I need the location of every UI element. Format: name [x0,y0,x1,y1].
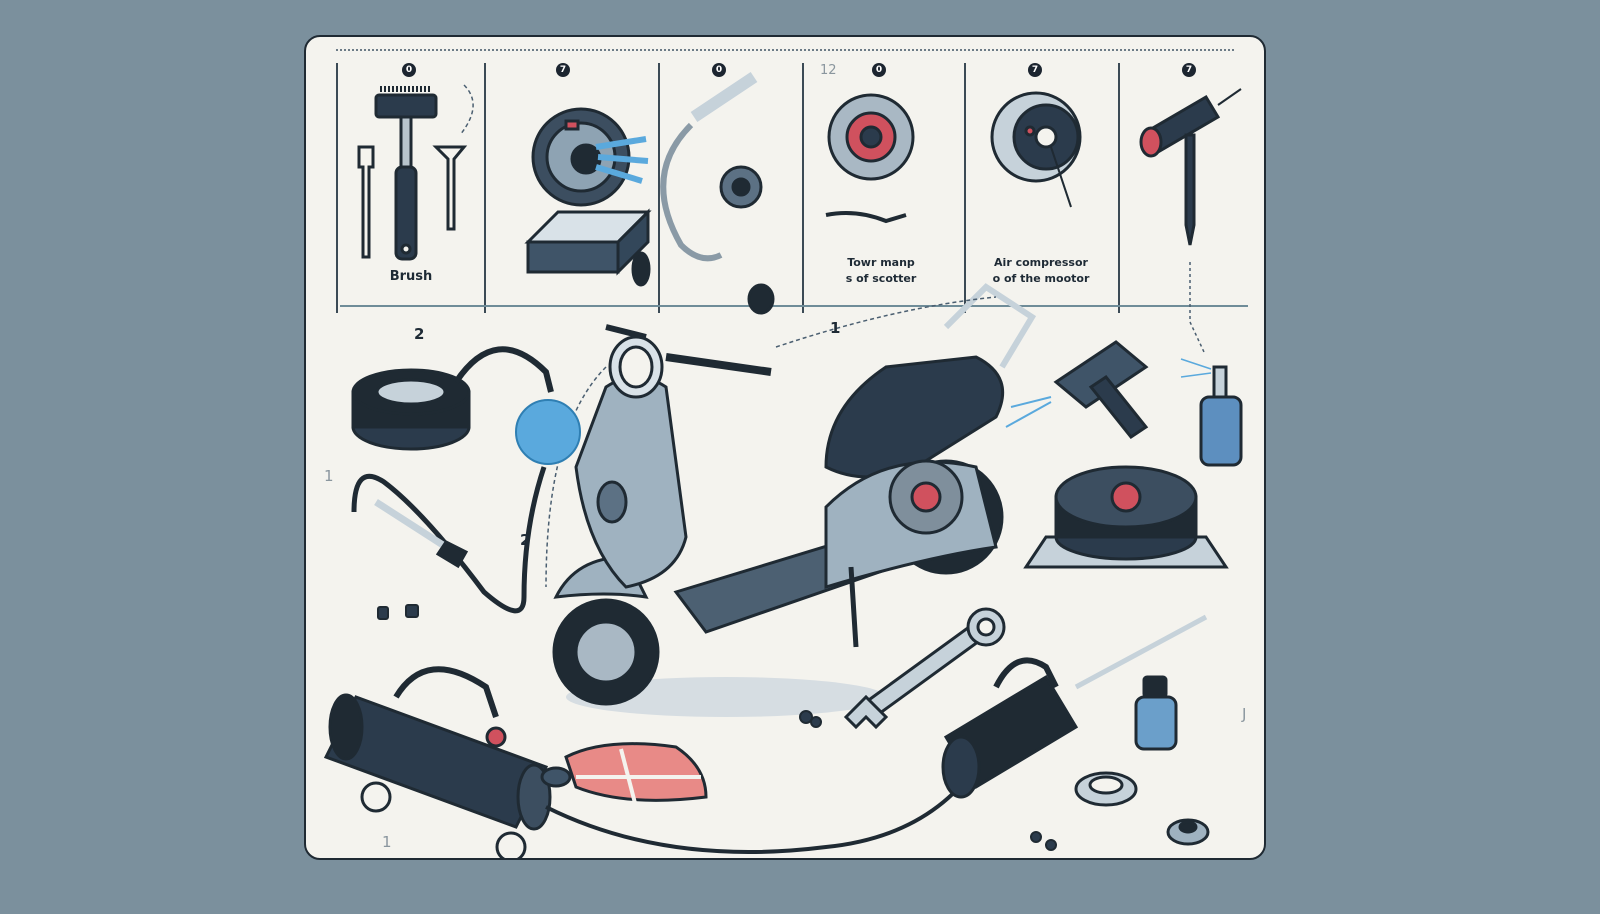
callout-number: 1 [830,319,841,337]
washer-icon [540,766,1210,846]
panel-divider [802,63,804,313]
air-blow-gun-icon [1139,88,1242,246]
top-dotted-rule [336,49,1234,51]
spray-bottle-icon [1199,365,1243,467]
corner-number: 12 [820,63,837,78]
top-step-panels: 0 7 0 0 7 7 12 Brush Towr manp s of scot… [306,63,1264,318]
gear-icon [719,165,763,209]
panel-divider [484,63,486,313]
panel-label-line2: o of the mootor [992,272,1090,285]
parts-tray-icon [524,208,652,276]
panel-divider [1118,63,1120,313]
step-badge: 0 [402,63,416,77]
fan-housing-icon [1023,465,1229,569]
panel-label-brush: Brush [389,269,433,284]
blow-dryer-icon [1053,340,1149,440]
callout-number: 1 [324,467,334,485]
motor-stator-icon [990,91,1082,208]
illustration-card: 0 7 0 0 7 7 12 Brush Towr manp s of scot… [304,35,1266,860]
panel-label-line2: s of scotter [845,272,917,285]
step-badge: 7 [1182,63,1196,77]
bristle-brush-icon [515,399,581,465]
callout-number: 2 [520,531,531,549]
oil-bottle-icon [1134,675,1178,751]
bearing-icon [1074,771,1138,807]
brake-drum-icon [825,93,915,224]
hose-nozzle-icon [660,72,758,262]
panel-divider [336,63,338,313]
towel-icon [564,742,708,808]
panel-label-line1: Towr manp [847,256,915,269]
panel-divider [658,63,660,313]
panel-label-line1: Air compressor [994,256,1088,269]
step-badge: 0 [872,63,886,77]
callout-number: 2 [414,325,425,343]
handheld-vacuum-icon [941,614,1208,799]
scooter-icon [552,251,1037,717]
nuts-icon [377,604,1057,851]
step-badge: 7 [556,63,570,77]
air-hose-icon [545,765,978,854]
wrench-icon [843,607,1006,730]
detail-brush-icon [374,499,469,569]
callout-number: 1 [382,833,392,851]
air-compressor-icon [323,666,552,858]
section-separator [340,305,1248,307]
panel-divider [964,63,966,313]
callout-number: J [1242,705,1247,723]
tire-icon [351,368,471,451]
step-badge: 0 [712,63,726,77]
illustration-artwork [323,72,1243,858]
step-badge: 7 [1028,63,1042,77]
brush-icon [357,86,468,261]
